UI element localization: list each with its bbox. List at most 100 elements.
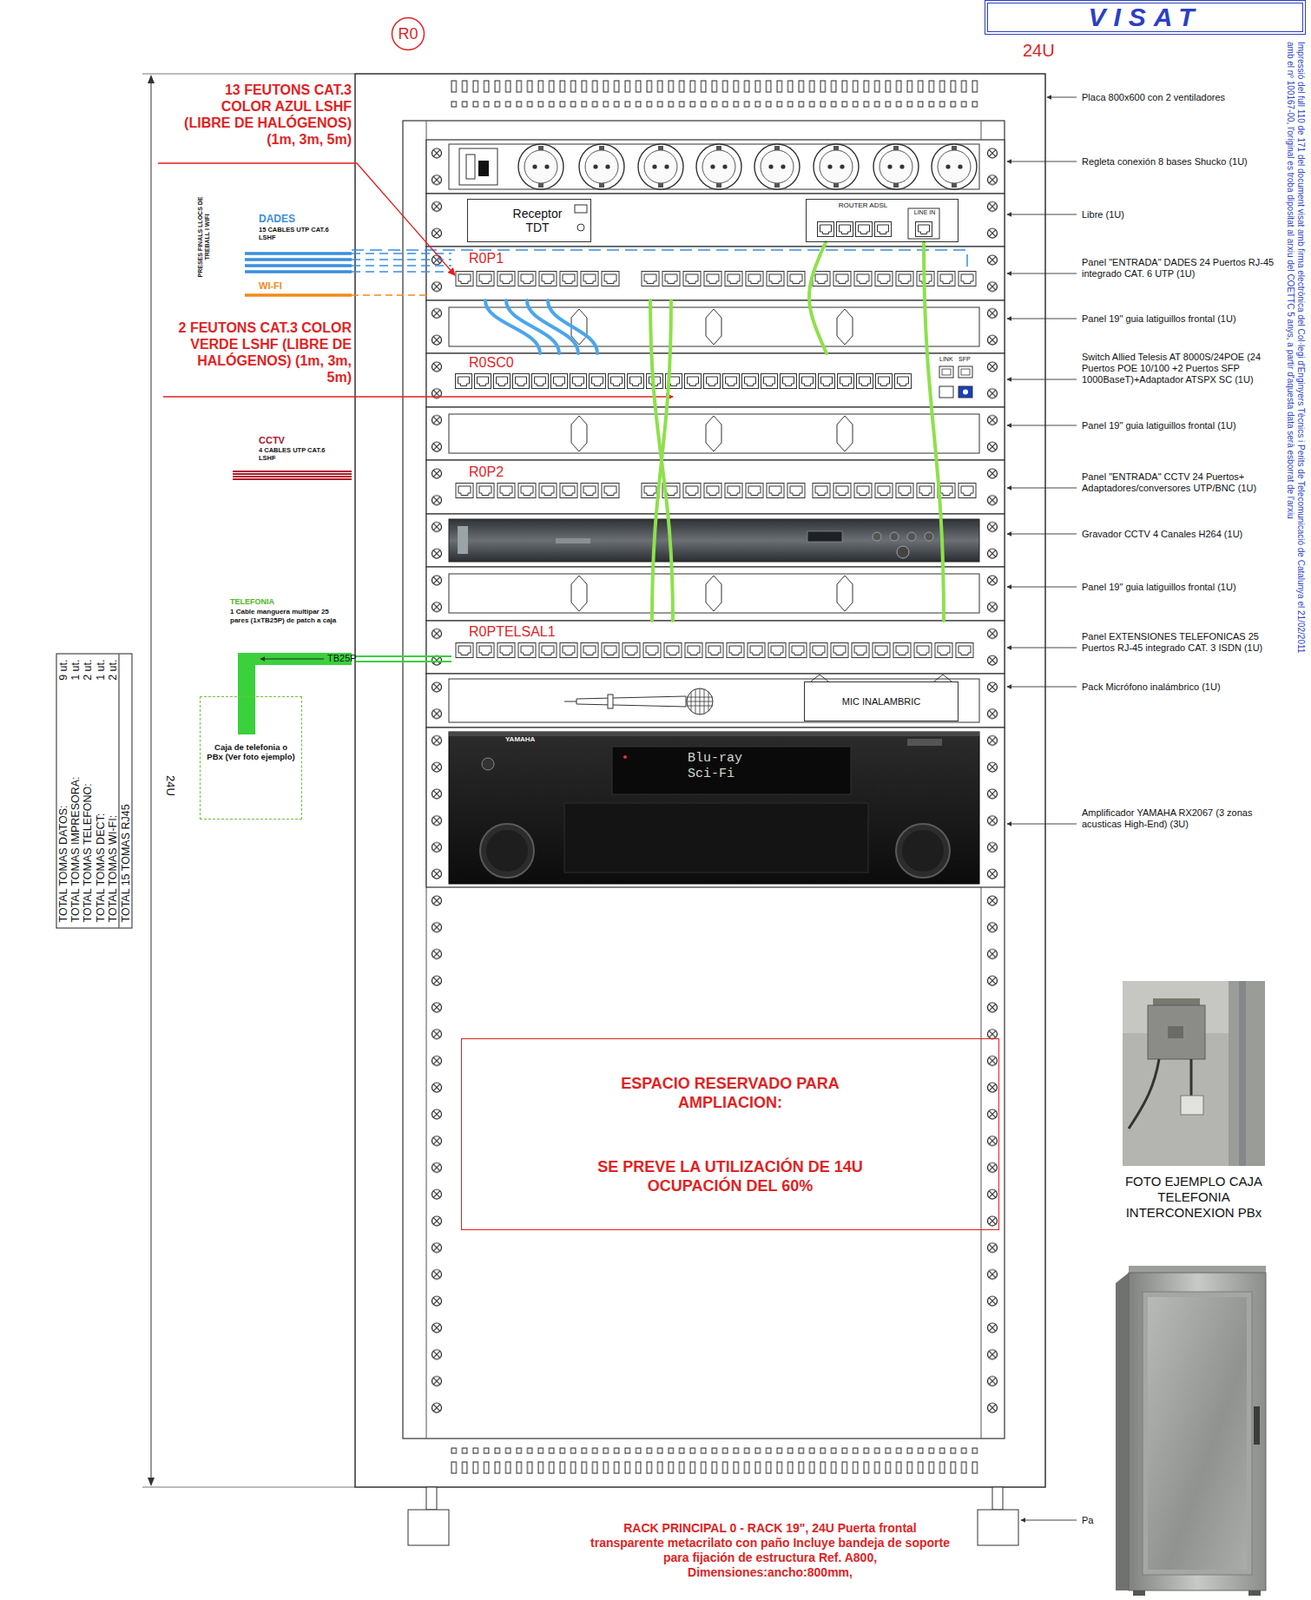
unit-plates [426,300,1005,354]
amplifier [448,731,980,884]
patch-panel-ports [454,482,621,499]
cable-guide-panels [448,414,980,454]
phone-patch-panel: R0PTELSAL1 [426,620,1005,674]
tdt-router-details [914,221,934,238]
amplifier [564,803,869,873]
rack-feet [426,1487,437,1510]
rack-frame [448,79,980,94]
patch-panel-ports [810,270,978,287]
cctv-recorder [896,546,910,559]
height-dimension [142,1487,356,1489]
unit-plates [426,727,1005,888]
table-cell: 2 ut. [106,659,119,681]
unit-description: Regleta conexión 8 bases Shucko (1U) [1081,156,1278,168]
description-leader-lines [1007,533,1077,535]
pbx-box-photo [1122,981,1265,1167]
rack-frame [448,100,980,109]
cable-group: WI-FI [258,280,283,291]
table-cell: 2 ut. [82,659,94,681]
node-text: R0 [397,25,418,43]
power-strip [518,144,564,190]
pbx-box-photo [1180,1095,1204,1115]
description-leader-lines [1007,647,1077,649]
rack-frame [448,79,980,94]
rack-size: 24U [1022,40,1055,60]
patch-panel-ports [810,270,978,287]
rack-cabinet-photo [1115,1272,1129,1591]
height-dimension [142,73,356,75]
rack-cabinet-photo [1147,1297,1247,1570]
cctv-recorder [924,532,934,541]
amplifier [480,823,534,878]
cable-group: CCTV [258,434,285,446]
unit-description: Panel 19" guia latiguillos frontal (1U) [1081,313,1278,325]
cctv-recorder [889,532,899,541]
table-row: TOTAL TOMAS DATOS:9 ut. [57,654,70,929]
patch-panel-ports [639,270,807,287]
cctv-recorder [448,519,980,562]
cable-tag: TB25P [327,652,357,664]
patch-panel-ports [454,270,621,287]
cable-guide-panels [571,415,853,452]
description-leader-lines [1007,686,1077,688]
patch-cord-note: 2 FEUTONS CAT.3 COLOR VERDE LSHF (LIBRE … [173,319,352,386]
tdt-router-details [574,204,587,213]
unit-description: Pack Micrófono inalámbrico (1U) [1081,681,1278,693]
description-leader-lines [1047,97,1077,99]
amplifier [623,755,627,759]
switch-ports [454,373,913,389]
incoming-cables [351,253,452,272]
switch-ports [454,373,913,389]
unit-plates [426,353,1005,408]
patch-panel-ports [810,482,978,499]
pbx-box-photo [1238,981,1246,1167]
node-text: SFP [958,355,971,363]
node-text: SE PREVE LA UTILIZACIÓN DE 14U OCUPACIÓN… [568,1157,892,1196]
cctv-recorder [457,526,468,554]
patch-panel-ports [454,642,976,659]
cctv-patch-panel: R0P2 [426,460,1005,514]
switch-ports [962,389,969,396]
cable-count: 15 CABLES UTP CAT.6 LSHF [258,226,332,242]
description-leader-lines [1007,379,1077,381]
node-text: MIC INALAMBRIC [842,696,921,707]
watermark: Impressió del full 110 de 171 del docume… [1284,41,1306,910]
switch-ports [961,368,970,376]
rack-feet [992,1487,1003,1510]
rack-frame [355,73,1046,1488]
rack-frame [402,120,1005,1439]
patch-cord [547,300,598,354]
vertical-note: PRESES FINALS LLOCS DE TREBALL I WIFI [197,189,211,285]
description-leader-lines [1007,161,1077,163]
rack-caption: RACK PRINCIPAL 0 - RACK 19", 24U Puerta … [587,1521,953,1581]
cctv-recorder [907,532,916,541]
power-strip [931,144,977,190]
node-text: ESPACIO RESERVADO PARA AMPLIACION: [568,1073,892,1113]
table-cell: 9 ut. [57,659,69,681]
poe-switch: R0SC0LINKSFP [426,353,1005,408]
rack-cabinet-photo [1248,1590,1261,1596]
table-row: TOTAL TOMAS DECT:1 ut. [93,654,106,929]
unit-description: Panel 19" guia latiguillos frontal (1U) [1081,581,1278,593]
power-strip [448,144,980,190]
visa-stamp: VISAT [984,0,1306,35]
rack-frame [448,100,980,109]
unit-plates [426,407,1005,461]
description-leader-lines [1007,97,1077,1521]
amplifier [481,757,495,771]
wireless-mic-unit [576,696,686,707]
patch-cord [923,242,944,621]
incoming-cables [232,471,352,480]
height-dimension [142,73,356,1488]
amplifier [486,830,528,872]
rack-frame [355,73,1046,1488]
rail-screws [986,139,999,1422]
cable-group: TELEFONIA [230,597,275,607]
node-text: ROUTER ADSL [816,201,910,210]
rack-frame [448,1461,980,1476]
node-text: R0SC0 [468,355,514,370]
table-cell: TOTAL 15 TOMAS RJ45 [119,803,132,923]
rail-screws [430,139,999,1422]
